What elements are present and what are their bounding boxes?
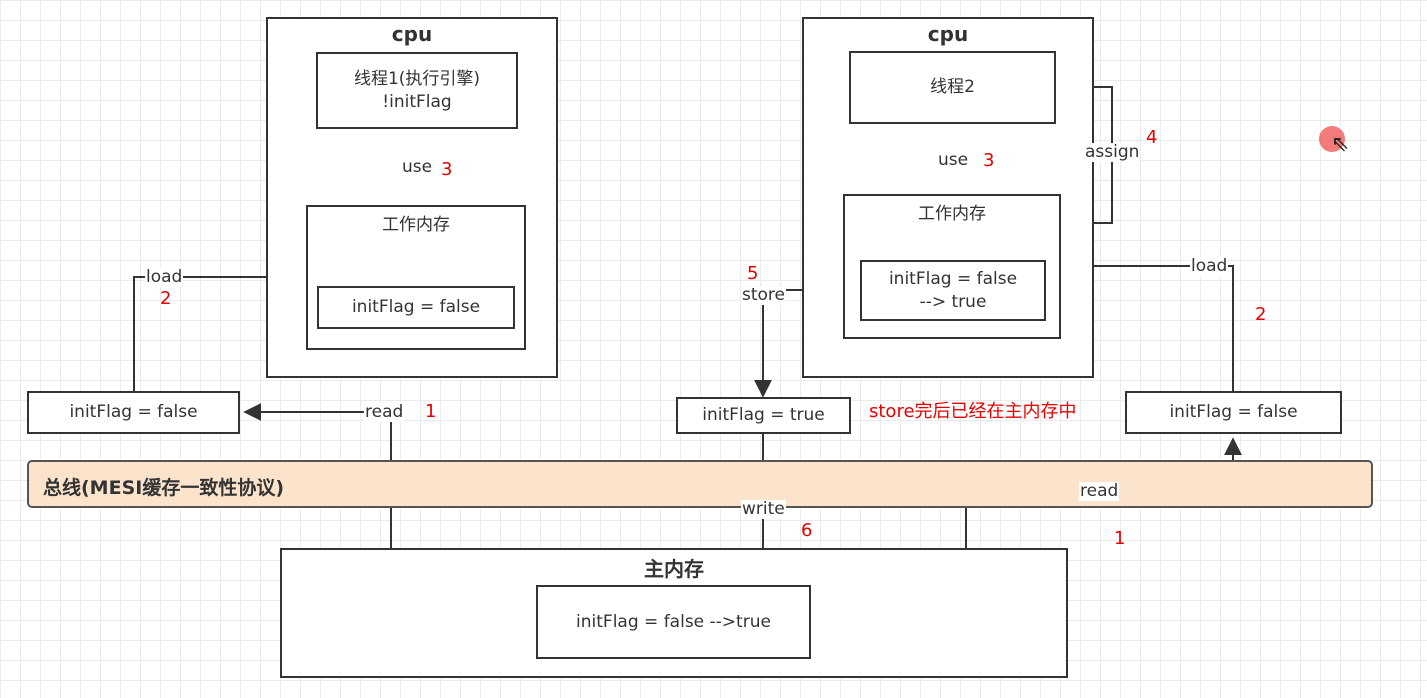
right-read-step: 1: [1114, 528, 1126, 549]
right-assign-step: 4: [1146, 127, 1158, 148]
right-read-label: read: [1079, 481, 1120, 501]
write-label: write: [741, 499, 786, 519]
store-note: store完后已经在主内存中: [869, 401, 1077, 422]
left-cpu-title: cpu: [391, 22, 433, 46]
right-cpu-title: cpu: [927, 22, 969, 46]
left-load-step: 2: [160, 288, 172, 309]
middle-cache-box: initFlag = true: [676, 397, 851, 434]
left-use-step: 3: [441, 159, 453, 180]
right-store-step: 5: [747, 263, 759, 284]
left-load-arrow: [133, 268, 305, 391]
right-load-label: load: [1190, 256, 1229, 276]
main-memory-title: 主内存: [644, 557, 704, 581]
right-use-step: 3: [983, 150, 995, 171]
cursor-arrow-icon: ⇖: [1331, 132, 1350, 157]
main-memory-value: initFlag = false -->true: [536, 585, 811, 659]
cursor-highlight: [1319, 126, 1345, 152]
write-step: 6: [801, 520, 813, 541]
left-thread-box: 线程1(执行引擎) !initFlag: [316, 52, 518, 129]
right-thread-box: 线程2: [849, 51, 1056, 124]
left-cache-box: initFlag = false: [27, 391, 240, 434]
right-store-label: store: [741, 285, 786, 305]
right-use-label: use: [937, 150, 970, 170]
right-assign-label: assign: [1084, 142, 1141, 162]
right-load-arrow: [1065, 257, 1234, 391]
left-read-step: 1: [425, 401, 437, 422]
right-cache-box: initFlag = false: [1125, 391, 1342, 434]
left-working-memory-value: initFlag = false: [317, 286, 515, 329]
left-read-label: read: [364, 402, 405, 422]
right-working-memory-title: 工作内存: [918, 204, 986, 224]
left-load-label: load: [145, 267, 184, 287]
bus-band: 总线(MESI缓存一致性协议): [27, 460, 1373, 508]
right-load-step: 2: [1255, 304, 1267, 325]
right-working-memory-value: initFlag = false --> true: [860, 260, 1046, 321]
bus-label: 总线(MESI缓存一致性协议): [43, 477, 285, 499]
left-use-label: use: [401, 157, 434, 177]
left-working-memory-title: 工作内存: [382, 215, 450, 235]
